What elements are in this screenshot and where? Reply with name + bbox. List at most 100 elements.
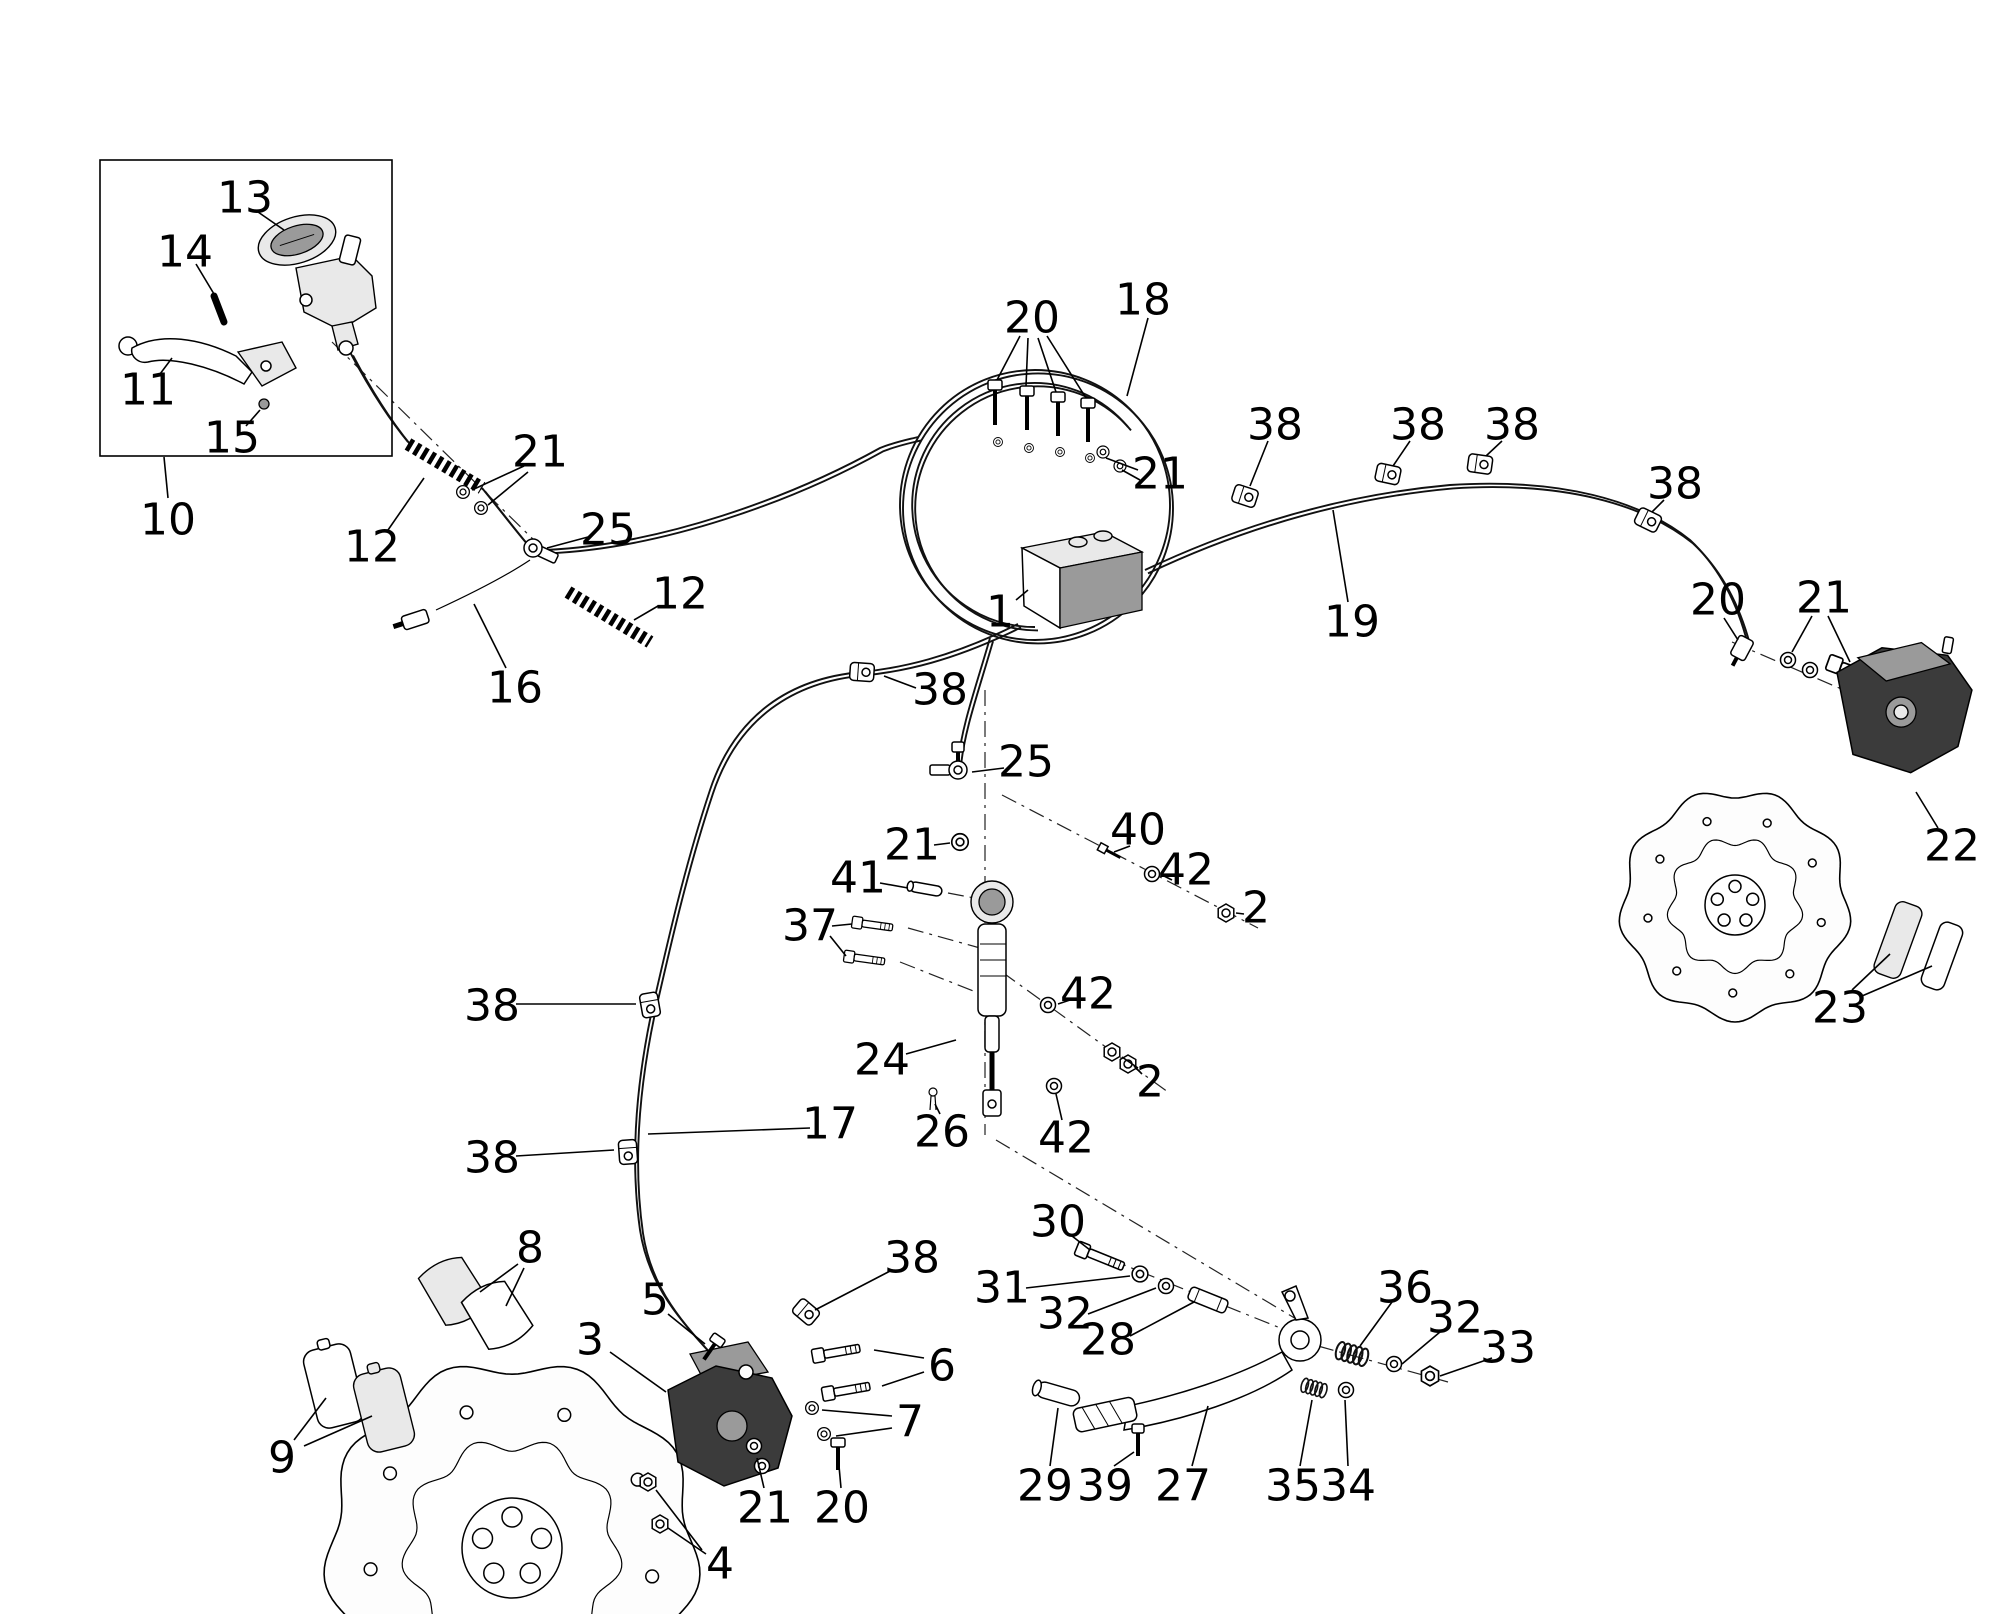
abs-bolts-20 <box>987 379 1096 442</box>
brake-pad-9b <box>352 1361 416 1453</box>
callout-label-10: 10 <box>140 495 196 546</box>
callout-leader-line <box>1827 615 1851 663</box>
pedal-pin-29 <box>1031 1379 1081 1407</box>
callout-leader-line <box>829 935 847 957</box>
callout-20: 20 <box>814 1465 870 1534</box>
hose-to-loop <box>544 436 919 551</box>
callout-3: 3 <box>576 1315 667 1393</box>
callout-label-38: 38 <box>1247 400 1303 451</box>
callout-leader-line <box>195 263 215 295</box>
callout-label-34: 34 <box>1320 1461 1376 1512</box>
rotor-detail <box>501 1506 523 1528</box>
callout-leader-line <box>1332 509 1349 603</box>
abs-module-1 <box>1019 530 1145 630</box>
pivot-pin-14 <box>210 292 228 326</box>
callout-label-21: 21 <box>512 427 568 478</box>
callout-label-7: 7 <box>896 1397 924 1448</box>
callout-leader-line <box>1049 1407 1059 1467</box>
rotor-detail <box>1717 913 1731 927</box>
cable-16 <box>435 559 531 611</box>
pin-41 <box>906 880 943 897</box>
callout-26: 26 <box>914 1103 970 1158</box>
inset-border <box>99 159 393 457</box>
callout-leader-line <box>1057 999 1071 1005</box>
callout-leader-line <box>303 1415 373 1447</box>
callout-label-14: 14 <box>157 227 213 278</box>
callout-label-28: 28 <box>1080 1315 1136 1366</box>
callout-leader-line <box>163 456 169 499</box>
callout-13: 13 <box>217 173 285 231</box>
callout-label-5: 5 <box>641 1275 669 1326</box>
callout-21: 21 <box>1105 449 1188 500</box>
callout-28: 28 <box>1080 1301 1195 1366</box>
front-caliper-3 <box>667 1341 793 1487</box>
callout-7: 7 <box>821 1397 924 1448</box>
callout-leader-line <box>814 1269 893 1311</box>
callout-label-4: 4 <box>706 1539 734 1590</box>
callout-38: 38 <box>464 981 636 1032</box>
callout-12: 12 <box>633 569 708 621</box>
callout-leader-line <box>1359 1301 1393 1347</box>
callout-label-21: 21 <box>737 1483 793 1534</box>
callout-label-38: 38 <box>1484 400 1540 451</box>
callout-leader-line <box>1113 1451 1135 1467</box>
callout-leader-line <box>1055 1093 1063 1121</box>
callout-label-33: 33 <box>1480 1323 1536 1374</box>
front-lever-assembly-inset <box>99 159 393 457</box>
callout-leader-line <box>835 1427 893 1437</box>
callout-16: 16 <box>473 603 543 714</box>
callout-leader-line <box>667 1313 706 1345</box>
callout-label-23: 23 <box>1812 983 1868 1034</box>
callout-label-20: 20 <box>814 1483 870 1534</box>
bushing-28 <box>1187 1286 1229 1314</box>
callout-17: 17 <box>647 1099 858 1150</box>
callout-label-21: 21 <box>1132 449 1188 500</box>
callout-22: 22 <box>1915 791 1980 872</box>
callout-11: 11 <box>120 357 176 416</box>
callout-6: 6 <box>873 1341 956 1392</box>
callout-32: 32 <box>1401 1293 1483 1365</box>
coil-12a <box>404 438 486 494</box>
callout-label-24: 24 <box>854 1035 910 1086</box>
callout-leader-line <box>933 842 951 846</box>
abs-washers-21 <box>993 437 1127 473</box>
hose-loop-18 <box>899 369 1171 641</box>
callout-label-38: 38 <box>884 1233 940 1284</box>
hose-loop-18-outline <box>902 372 1174 645</box>
rotor-detail <box>1643 913 1653 923</box>
callout-label-20: 20 <box>1690 575 1746 626</box>
callout-leader-line <box>609 1351 667 1393</box>
bolt-39 <box>1131 1423 1145 1456</box>
bleed-screw-15 <box>258 398 270 410</box>
front-brake-hose-to-banjo-outline <box>484 490 532 550</box>
callout-2: 2 <box>1121 1056 1164 1108</box>
callout-42: 42 <box>1057 969 1116 1020</box>
rotor-detail <box>459 1405 474 1420</box>
rear-brake-disc <box>1618 792 1852 1023</box>
callout-leader-line <box>831 923 853 927</box>
callout-leader-line <box>905 1039 957 1055</box>
callout-label-25: 25 <box>580 505 636 556</box>
callout-42: 42 <box>1038 1093 1094 1164</box>
callout-38: 38 <box>1247 400 1303 487</box>
callout-leader-line <box>1121 1056 1139 1069</box>
callout-25: 25 <box>971 737 1054 788</box>
reservoir-cap-13 <box>257 214 337 266</box>
callout-38: 38 <box>1484 400 1540 457</box>
callout-label-2: 2 <box>1242 883 1270 934</box>
callout-label-41: 41 <box>830 853 886 904</box>
callout-leader-line <box>873 1349 925 1359</box>
callout-38: 38 <box>814 1233 940 1311</box>
abs-module-assembly <box>987 379 1145 630</box>
callout-leader-line <box>1015 589 1029 601</box>
callout-leader-line <box>838 1465 842 1489</box>
callout-leader-line <box>879 882 909 889</box>
callout-leader-line <box>471 465 525 491</box>
callout-leader-line <box>1161 874 1173 881</box>
callout-leader-line <box>1851 953 1891 991</box>
callout-label-12: 12 <box>344 522 400 573</box>
hose-19-to-rear-caliper-outline <box>1147 486 1752 649</box>
rotor-detail <box>1728 879 1742 894</box>
